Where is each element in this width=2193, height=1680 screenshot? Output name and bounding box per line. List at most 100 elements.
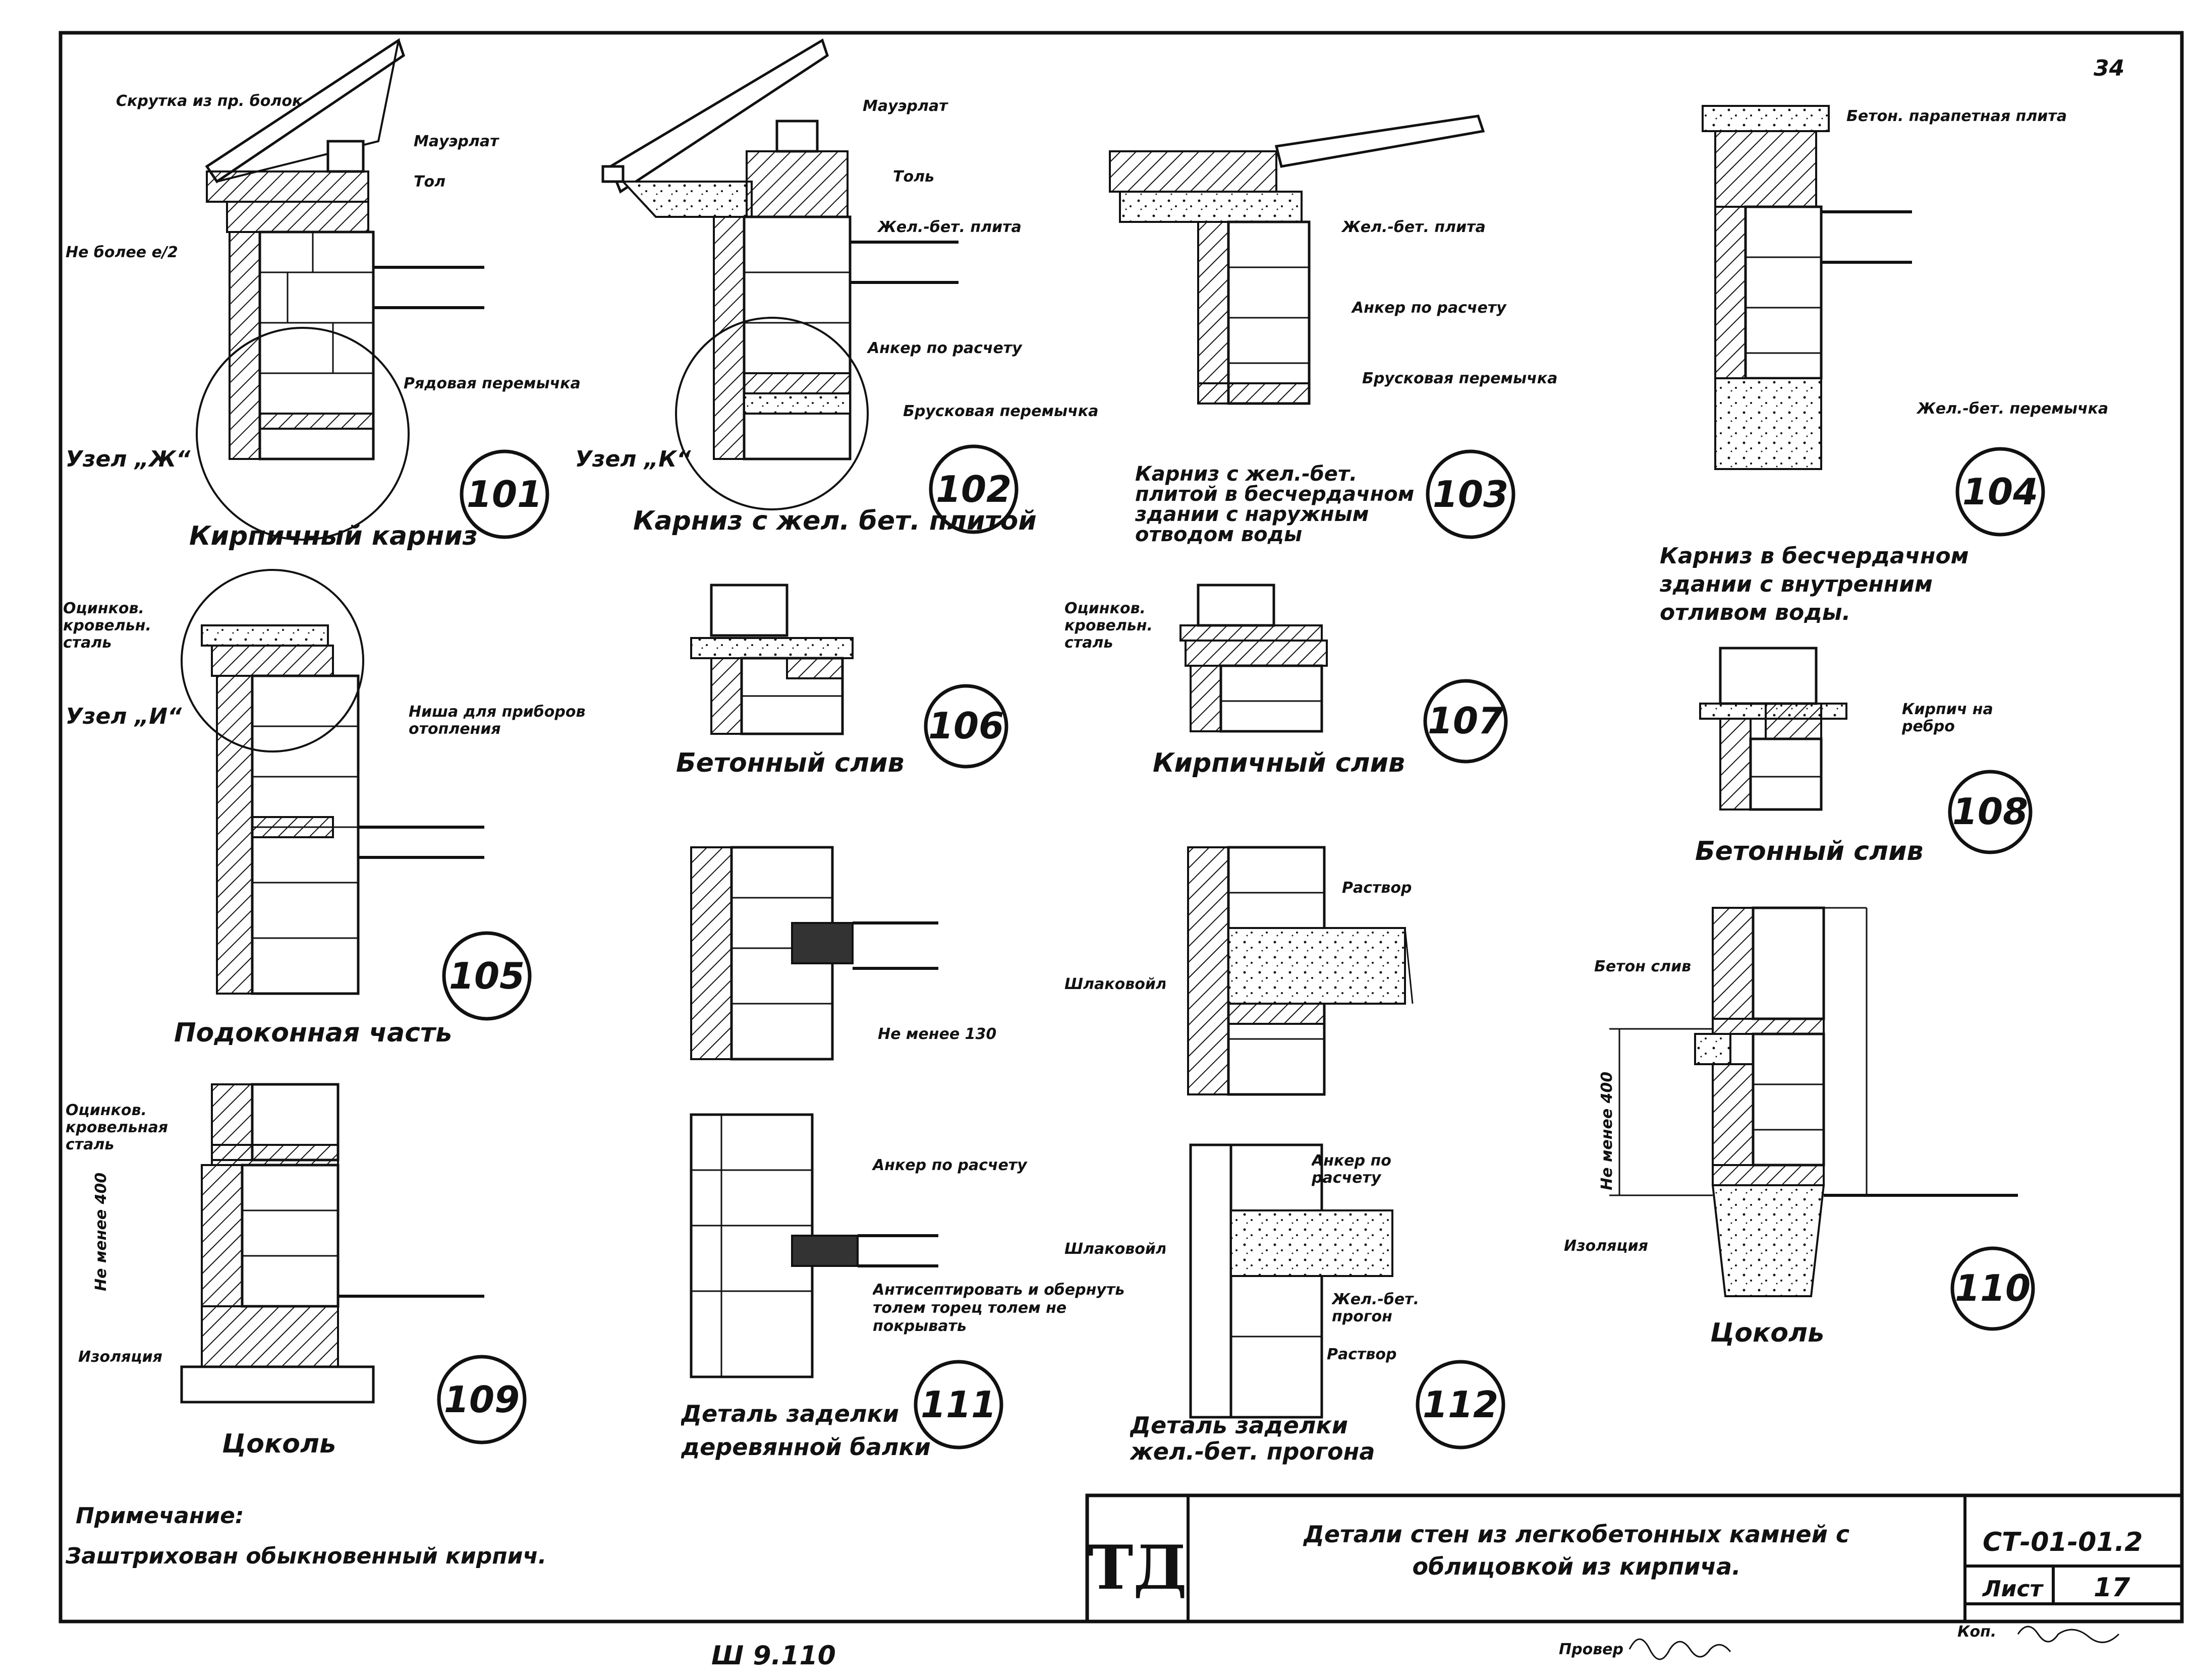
detail-105: 105 Подоконная часть Оцинков. кровельн. … [63, 569, 586, 1048]
detail-108-number: 108 [1952, 790, 2028, 833]
logo: ТД [1088, 1532, 1187, 1603]
detail-104-caption: Карниз в бесчердачном здании с внутренни… [1660, 543, 1969, 625]
callout-102-4: Анкер по расчету [867, 339, 1023, 357]
callout-103-3: Брусковая перемычка [1362, 370, 1557, 387]
callout-109-1-box: Оцинков. кровельная сталь [66, 1102, 168, 1153]
copyist-signature [2017, 1626, 2120, 1643]
detail-101: 101 Кирпичный карниз Скрутка из пр. боло… [66, 38, 581, 551]
callout-112-5: Жел.-бет. прогон [1332, 1291, 1419, 1325]
detail-110: 110 Цоколь Бетон слив Не менее 400 Изоля… [1564, 906, 2035, 1348]
callout-112-6: Раствор [1327, 1346, 1396, 1363]
callout-102-1: Мауэрлат [863, 97, 948, 115]
callout-102-3: Жел.-бет. плита [877, 218, 1022, 236]
copy-label: Коп. [1957, 1623, 1996, 1641]
callout-111-2: Антисептировать и обернуть толем торец т… [873, 1281, 1125, 1335]
callout-111-1: Анкер по расчету [872, 1156, 1028, 1174]
detail-107-number: 107 [1428, 700, 1503, 742]
detail-102-number: 102 [936, 468, 1011, 510]
callout-101-3: Тол [414, 173, 445, 191]
detail-103-caption-box: Карниз с жел.-бет. плитой в бесчердачном… [1135, 464, 1415, 546]
callout-105-3-box: Ниша для приборов отопления [409, 704, 586, 738]
callout-112-3: Анкер по расчету [1312, 1152, 1391, 1187]
detail-111: 111 Деталь заделки деревянной балки Анке… [681, 846, 1125, 1461]
callout-104-2: Жел.-бет. перемычка [1916, 400, 2108, 418]
callout-102-6: Узел „К“ [575, 446, 691, 472]
page-number: 34 [2094, 55, 2124, 81]
callout-109-3: Изоляция [78, 1348, 162, 1366]
note-text: Заштрихован обыкновенный кирпич. [65, 1543, 546, 1569]
detail-107: 107 Кирпичный слив Оцинков. кровельн. ст… [1064, 584, 1508, 778]
callout-102-5: Брусковая перемычка [903, 402, 1098, 420]
detail-111-caption-box: Деталь заделки деревянной балки [681, 1400, 931, 1461]
callout-108-1-box: Кирпич на ребро [1902, 701, 1993, 735]
checked-label: Провер [1559, 1641, 1623, 1658]
detail-109-number: 109 [444, 1378, 520, 1421]
callout-111-2-box: Антисептировать и обернуть толем торец т… [873, 1281, 1125, 1335]
detail-104-number: 104 [1962, 471, 2038, 513]
checker-signature [1628, 1638, 1731, 1660]
detail-102: 102 Карниз с жел. бет. плитой Мауэрлат Т… [575, 38, 1098, 536]
detail-112-caption-box: Деталь заделки жел.-бет. прогона [1130, 1412, 1375, 1465]
detail-102-caption: Карниз с жел. бет. плитой [633, 506, 1037, 536]
detail-106: 106 Бетонный слив [676, 584, 1008, 778]
callout-105-3: Ниша для приборов отопления [409, 704, 586, 738]
detail-106-caption: Бетонный слив [676, 748, 904, 778]
detail-111-caption: Деталь заделки деревянной балки [681, 1400, 931, 1461]
callout-102-2: Толь [893, 168, 934, 186]
detail-106-number: 106 [928, 705, 1004, 747]
callout-112-5-box: Жел.-бет. прогон [1332, 1291, 1419, 1325]
detail-103: 103 Карниз с жел.-бет. плитой в бесчерда… [1109, 114, 1557, 546]
sheet-label: Лист [1982, 1576, 2044, 1602]
detail-112-number: 112 [1423, 1383, 1498, 1426]
callout-101-2: Мауэрлат [414, 133, 499, 150]
callout-109-2: Не менее 400 [92, 1173, 110, 1291]
callout-112-3-box: Анкер по расчету [1312, 1152, 1391, 1187]
callout-108-1: Кирпич на ребро [1902, 701, 1993, 735]
note-title: Примечание: [76, 1503, 244, 1529]
callout-110-3: Изоляция [1564, 1237, 1648, 1255]
callout-110-2: Не менее 400 [1598, 1072, 1616, 1190]
detail-105-number: 105 [449, 955, 525, 997]
callout-103-1: Жел.-бет. плита [1341, 218, 1486, 236]
drawing-code: СТ-01-01.2 [1983, 1527, 2143, 1557]
callout-112-4: Шлаковойлок [1064, 1241, 1165, 1258]
sheet-number: 17 [2094, 1573, 2130, 1603]
detail-103-number: 103 [1433, 473, 1508, 515]
detail-101-number: 101 [467, 473, 542, 515]
callout-101-5: Рядовая перемычка [404, 375, 581, 392]
callout-105-1-box: Оцинков. кровельн. сталь [63, 600, 151, 652]
callout-101-4: Не более е/2 [66, 244, 178, 261]
callout-107-1: Оцинков. кровельн. сталь [1064, 600, 1153, 652]
callout-105-1: Оцинков. кровельн. сталь [63, 600, 151, 652]
footer-left-mark: Ш 9.110 [711, 1641, 836, 1671]
callout-101-6: Узел „Ж“ [66, 446, 191, 472]
detail-110-number: 110 [1955, 1267, 2031, 1309]
detail-107-caption: Кирпичный слив [1153, 748, 1405, 778]
detail-112: 112 Деталь заделки жел.-бет. прогона Рас… [1064, 846, 1505, 1465]
callout-103-2: Анкер по расчету [1351, 299, 1507, 317]
detail-105-caption: Подоконная часть [174, 1018, 452, 1048]
title-box: Детали стен из легкобетонных камней с об… [1303, 1521, 1850, 1580]
callout-111-3: Не менее 130 [878, 1025, 996, 1043]
callout-112-2-box: Шлаковойлок [1064, 976, 1165, 993]
callout-109-1: Оцинков. кровельная сталь [66, 1102, 168, 1153]
callout-104-1: Бетон. парапетная плита [1846, 107, 2067, 125]
detail-108: 108 Бетонный слив Кирпич на ребро [1695, 647, 2033, 866]
callout-112-1: Раствор [1342, 879, 1412, 897]
detail-103-caption: Карниз с жел.-бет. плитой в бесчердачном… [1135, 464, 1415, 546]
detail-104-caption-box: Карниз в бесчердачном здании с внутренни… [1660, 543, 1969, 625]
title-block: ТД Детали стен из легкобетонных камней с… [1085, 1493, 2184, 1643]
detail-112-caption: Деталь заделки жел.-бет. прогона [1130, 1412, 1375, 1465]
callout-110-1: Бетон слив [1594, 958, 1692, 975]
callout-110-1-box: Бетон слив [1594, 958, 1692, 975]
callout-107-1-box: Оцинков. кровельн. сталь [1064, 600, 1153, 652]
detail-109: 109 Цоколь Оцинков. кровельная сталь Не … [66, 1083, 527, 1459]
callout-112-2: Шлаковойлок [1064, 976, 1165, 993]
detail-111-number: 111 [921, 1383, 996, 1426]
drawing-title: Детали стен из легкобетонных камней с об… [1303, 1521, 1850, 1580]
callout-105-2: Узел „И“ [66, 704, 182, 729]
detail-101-caption: Кирпичный карниз [189, 521, 478, 551]
detail-109-caption: Цоколь [222, 1429, 336, 1459]
detail-110-caption: Цоколь [1710, 1318, 1824, 1348]
